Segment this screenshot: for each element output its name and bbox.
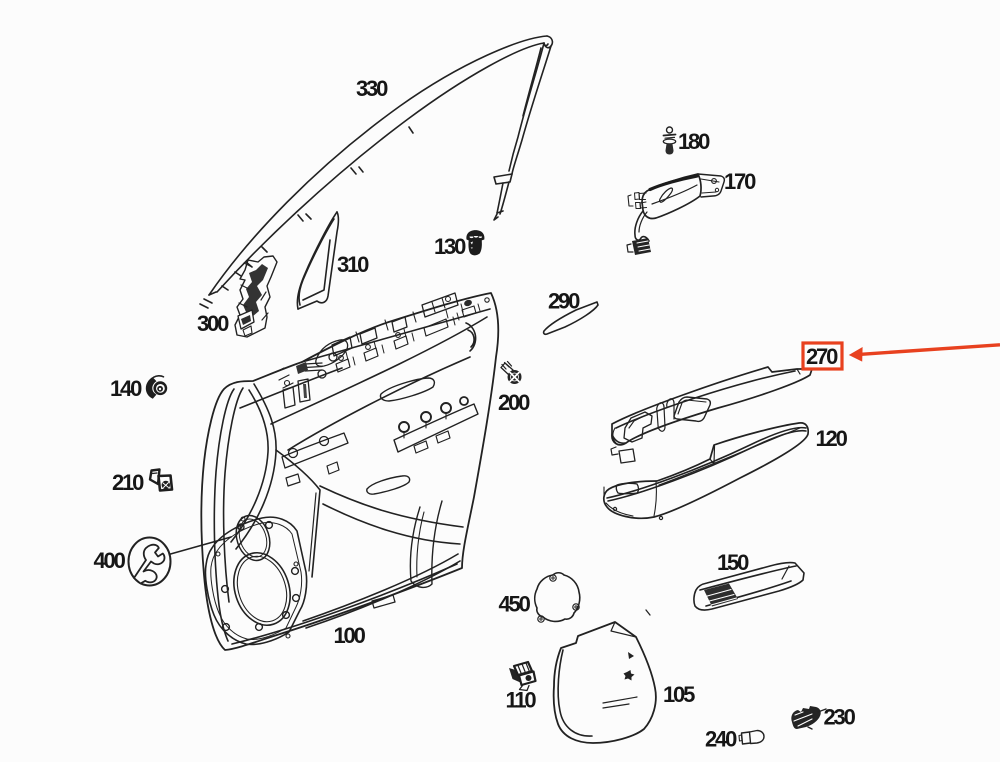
svg-text:300: 300 [197,311,229,336]
svg-text:105: 105 [663,682,695,707]
svg-text:150: 150 [717,550,749,575]
svg-text:330: 330 [356,76,388,101]
svg-text:310: 310 [337,252,369,277]
svg-text:240: 240 [705,727,737,752]
svg-text:210: 210 [112,470,144,495]
svg-text:290: 290 [548,289,580,314]
svg-text:110: 110 [506,688,537,713]
svg-text:140: 140 [110,376,142,401]
svg-text:130: 130 [434,234,466,259]
svg-text:120: 120 [816,426,848,451]
svg-text:170: 170 [724,169,756,194]
svg-text:270: 270 [806,344,838,369]
svg-text:450: 450 [499,592,531,617]
svg-text:100: 100 [334,623,366,648]
svg-text:230: 230 [824,705,856,730]
svg-text:180: 180 [678,129,710,154]
svg-text:400: 400 [94,548,126,573]
svg-text:200: 200 [498,390,530,415]
